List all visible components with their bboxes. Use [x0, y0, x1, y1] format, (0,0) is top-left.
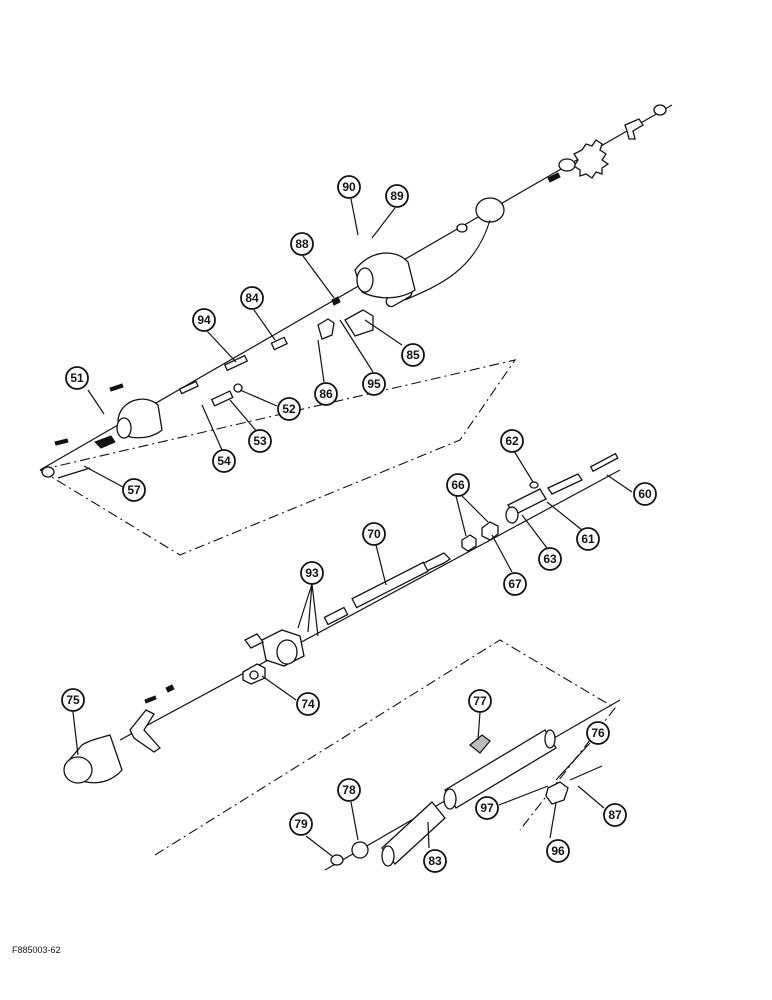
callout-86: 86	[314, 382, 338, 406]
callout-88: 88	[290, 232, 314, 256]
svg-text:76: 76	[591, 726, 605, 740]
callout-51: 51	[65, 366, 89, 390]
svg-text:52: 52	[282, 402, 296, 416]
callout-87: 87	[603, 803, 627, 827]
svg-text:60: 60	[638, 487, 652, 501]
callout-63: 63	[538, 547, 562, 571]
svg-text:97: 97	[480, 801, 494, 815]
svg-text:57: 57	[127, 483, 141, 497]
svg-text:61: 61	[581, 532, 595, 546]
svg-text:89: 89	[390, 189, 404, 203]
callout-62: 62	[500, 429, 524, 453]
svg-text:67: 67	[508, 577, 522, 591]
callout-78: 78	[337, 778, 361, 802]
callout-74: 74	[296, 692, 320, 716]
callout-83: 83	[423, 849, 447, 873]
callout-54: 54	[212, 449, 236, 473]
svg-text:77: 77	[473, 694, 487, 708]
callout-67: 67	[503, 572, 527, 596]
svg-text:79: 79	[294, 817, 308, 831]
callouts: 90 89 88 84 94 85 95 86 51 52 53 54 57 6…	[61, 175, 657, 873]
callout-53: 53	[248, 429, 272, 453]
callout-57: 57	[122, 478, 146, 502]
middle-assembly	[119, 452, 621, 741]
svg-text:85: 85	[406, 348, 420, 362]
callout-75: 75	[61, 688, 85, 712]
svg-text:83: 83	[428, 854, 442, 868]
svg-text:66: 66	[451, 478, 465, 492]
svg-text:87: 87	[608, 808, 622, 822]
callout-52: 52	[277, 397, 301, 421]
svg-text:95: 95	[367, 377, 381, 391]
svg-text:70: 70	[367, 527, 381, 541]
callout-77: 77	[468, 689, 492, 713]
svg-text:62: 62	[505, 434, 519, 448]
callout-76: 76	[586, 721, 610, 745]
callout-94: 94	[192, 308, 216, 332]
callout-66: 66	[446, 473, 470, 497]
svg-text:54: 54	[217, 454, 231, 468]
upper-assembly	[39, 104, 673, 556]
callout-96: 96	[546, 839, 570, 863]
svg-text:51: 51	[70, 371, 84, 385]
svg-text:78: 78	[342, 783, 356, 797]
svg-text:94: 94	[197, 313, 211, 327]
svg-text:86: 86	[319, 387, 333, 401]
callout-84: 84	[240, 286, 264, 310]
svg-text:53: 53	[253, 434, 267, 448]
svg-text:93: 93	[305, 566, 319, 580]
svg-text:63: 63	[543, 552, 557, 566]
callout-95: 95	[362, 372, 386, 396]
lower-assembly	[63, 639, 621, 871]
svg-text:88: 88	[295, 237, 309, 251]
svg-text:84: 84	[245, 291, 259, 305]
callout-70: 70	[362, 522, 386, 546]
leader-lines	[72, 198, 633, 857]
callout-97: 97	[475, 796, 499, 820]
callout-90: 90	[337, 175, 361, 199]
callout-89: 89	[385, 184, 409, 208]
callout-60: 60	[633, 482, 657, 506]
svg-text:90: 90	[342, 180, 356, 194]
callout-61: 61	[576, 527, 600, 551]
callout-85: 85	[401, 343, 425, 367]
figure-id-label: F885003-62	[12, 945, 61, 955]
svg-text:74: 74	[301, 697, 315, 711]
callout-93: 93	[300, 561, 324, 585]
callout-79: 79	[289, 812, 313, 836]
svg-text:75: 75	[66, 693, 80, 707]
svg-text:96: 96	[551, 844, 565, 858]
